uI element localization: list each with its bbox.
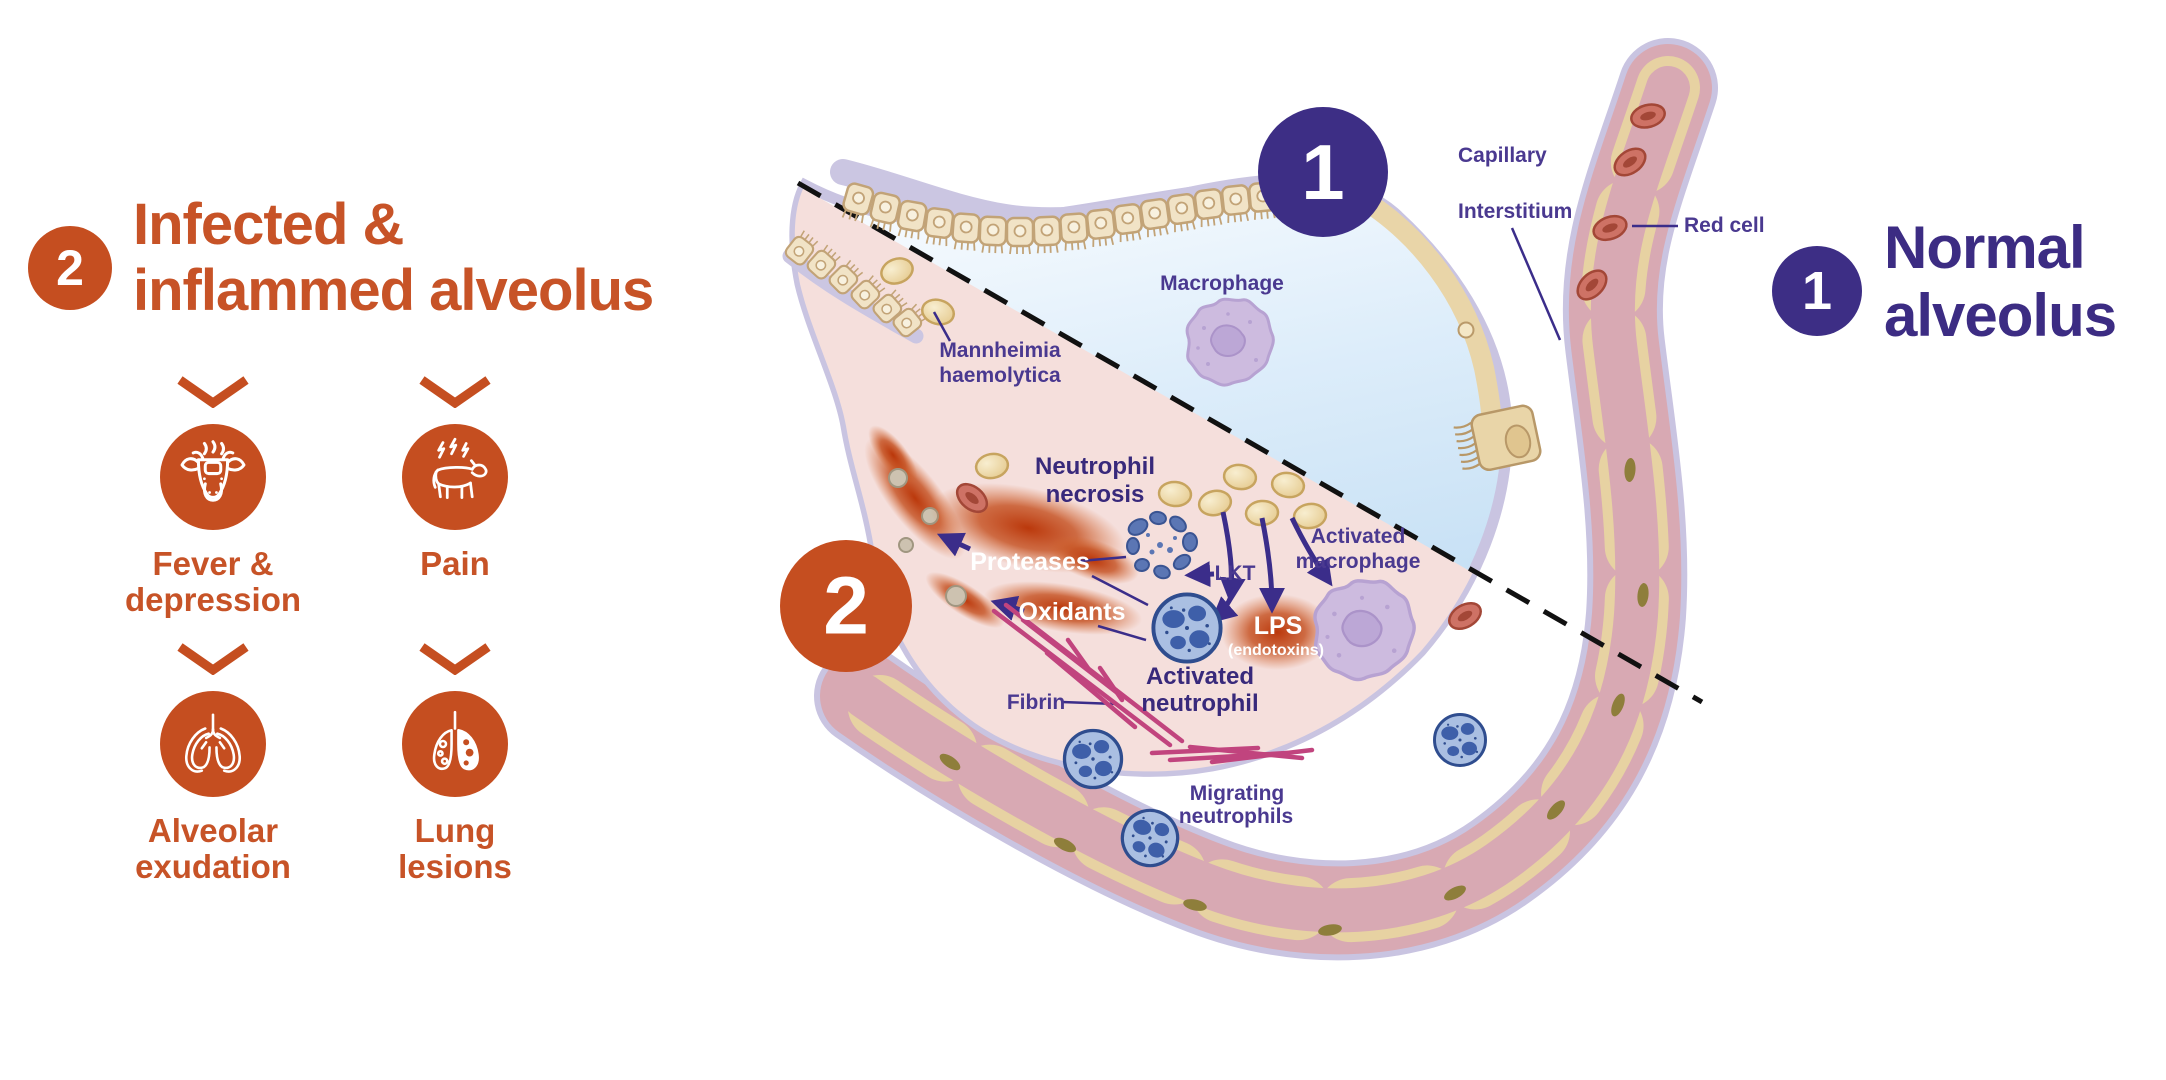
macrophage-label: Macrophage: [1160, 272, 1284, 295]
alveolar-exudation-line2: exudation: [135, 848, 291, 886]
proteases-connector: [1079, 555, 1127, 563]
brush-cilia: [1453, 421, 1481, 470]
infected-title-line1: Infected &: [133, 192, 404, 257]
normal-badge-number: 1: [1801, 261, 1833, 321]
migrating-neutrophils-label-line2: neutrophils: [1179, 805, 1293, 828]
chevron-down-icon: [177, 643, 249, 675]
symptom-fever-depression: Fever & depression: [103, 376, 323, 619]
alveolar-exudation-label: Alveolar exudation: [135, 812, 291, 886]
activated-macrophage-label-line2: macrophage: [1296, 550, 1421, 573]
migrating-neutrophils-label-line1: Migrating: [1190, 782, 1285, 805]
chevron-down-icon: [177, 376, 249, 408]
normal-title-line2: alveolus: [1884, 282, 2117, 350]
septum-divider-line: [796, 180, 1704, 705]
lkt-left-arrow: [1184, 561, 1215, 588]
infected-panel: 2 Infected & inflammed alveolus: [0, 0, 654, 1080]
symptom-lung-lesions: Lung lesions: [345, 643, 565, 886]
pain-label: Pain: [420, 545, 490, 582]
normal-panel: 1 Normal alveolus: [1760, 0, 2166, 500]
chevron-down-icon: [419, 643, 491, 675]
alveolar-exudation-circle: [160, 691, 266, 797]
cow-pain-icon: [432, 437, 488, 500]
fibrin-label: Fibrin: [1007, 691, 1065, 714]
lung-lesions-line2: lesions: [398, 848, 512, 886]
fibrin-strands: [991, 602, 1315, 765]
symptom-alveolar-exudation: Alveolar exudation: [103, 643, 323, 886]
activated-macrophage-label-line1: Activated: [1311, 525, 1406, 548]
neutrophil-necrosis-label-line1: Neutrophil: [1035, 453, 1155, 480]
neutrophil-necrosis-label-line2: necrosis: [1046, 481, 1145, 508]
lung-lesions-line1: Lung: [414, 812, 496, 849]
normal-title: Normal alveolus: [1884, 214, 2166, 351]
lps-endotoxins-label: (endotoxins): [1228, 642, 1324, 659]
bacteria-to-macrophage-arrow: [1289, 516, 1333, 587]
normal-title-line1: Normal: [1884, 214, 2086, 281]
alveolar-exudation-line1: Alveolar: [147, 812, 279, 849]
oxidants-label: Oxidants: [1019, 598, 1126, 626]
fever-label-line1: Fever &: [152, 545, 274, 582]
type1-cell-nucleus: [1457, 321, 1475, 339]
mannheimia-pointer: [932, 311, 952, 342]
infected-badge: 2: [28, 226, 112, 310]
symptom-pain: Pain: [345, 376, 565, 582]
lungs-lesions-icon: [432, 710, 479, 771]
infected-badge-number: 2: [56, 240, 84, 296]
lkt-label: LKT: [1215, 562, 1256, 585]
pain-circle: [402, 424, 508, 530]
diagram-labels: Capillary Interstitium Red cell Macropha…: [939, 144, 1764, 828]
neutrophil-cell: [1065, 731, 1122, 788]
activated-neutrophil-label-line1: Activated: [1146, 663, 1254, 690]
diagram-normal-badge: 1: [1258, 107, 1388, 237]
fever-label: Fever & depression: [124, 545, 302, 619]
migrating-neutrophil-cell: [1435, 715, 1486, 766]
proteases-label: Proteases: [970, 548, 1090, 576]
mannheimia-label-line1: Mannheimia: [939, 339, 1061, 362]
infected-title: Infected & inflammed alveolus: [133, 192, 773, 324]
neutrophil-connector-2: [1097, 624, 1147, 642]
fever-label-line2: depression: [124, 581, 302, 619]
cow-fever-icon: [180, 440, 246, 502]
lps-blob: [1221, 594, 1333, 670]
lungs-exudation-icon: [185, 713, 241, 773]
lung-lesions-label: Lung lesions: [398, 812, 512, 886]
pain-label-line1: Pain: [420, 545, 490, 582]
mannheimia-label-line2: haemolytica: [939, 364, 1061, 387]
normal-badge: 1: [1772, 246, 1862, 336]
membrane-debris: [888, 468, 967, 607]
diagram-infected-badge: 2: [780, 540, 912, 672]
lung-lesions-circle: [402, 691, 508, 797]
chevron-down-icon: [419, 376, 491, 408]
activated-neutrophil-cell: [1153, 594, 1220, 661]
capillary-label: Capillary: [1458, 144, 1547, 167]
neutrophil-connector-1: [1091, 574, 1149, 607]
red-cell-label: Red cell: [1684, 214, 1765, 237]
endothelial-nuclei: [939, 458, 1649, 936]
arrows: [932, 224, 1678, 706]
activated-neutrophil-label-line2: neutrophil: [1141, 690, 1258, 717]
bacteria-to-lps-arrow: [1258, 517, 1285, 614]
brush-cell: [1453, 404, 1542, 472]
lps-label: LPS: [1254, 612, 1303, 640]
proteases-arrow: [936, 532, 972, 557]
fever-circle: [160, 424, 266, 530]
interstitium-pointer: [1510, 227, 1562, 341]
diagram-infected-badge-number: 2: [823, 561, 869, 652]
diagram-normal-badge-number: 1: [1301, 128, 1344, 216]
interstitium-label: Interstitium: [1458, 200, 1572, 223]
infected-title-line2: inflammed alveolus: [133, 258, 654, 324]
